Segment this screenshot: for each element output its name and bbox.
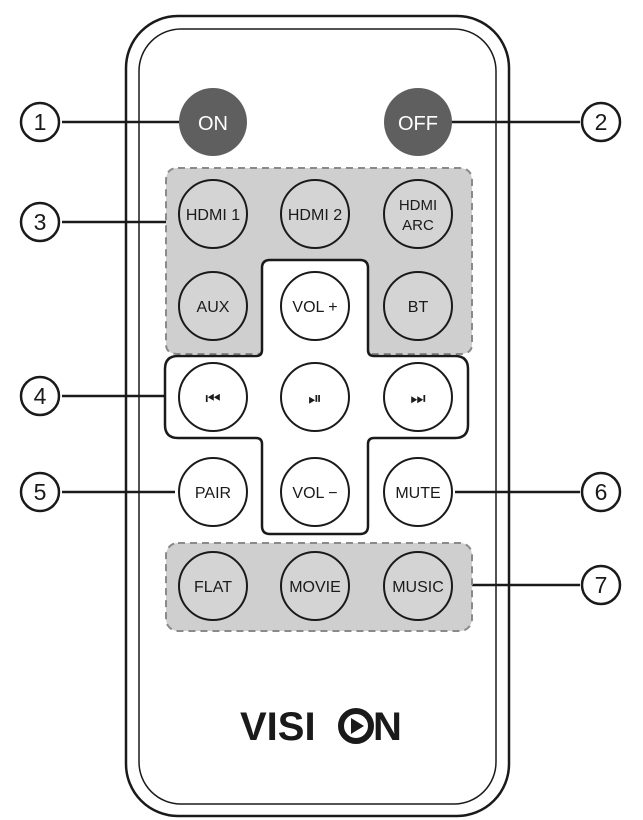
play-icon [351,718,364,734]
pair-button-label: PAIR [195,485,231,502]
callout-number: 5 [34,479,47,505]
hdmi-arc-button[interactable]: HDMI ARC [383,179,453,249]
flat-button-label: FLAT [194,579,232,596]
aux-button-label: AUX [197,299,230,316]
previous-track-button[interactable]: ⏮ [178,362,248,432]
hdmi-arc-label-line2: ARC [402,217,434,234]
hdmi2-button[interactable]: HDMI 2 [280,179,350,249]
music-button-label: MUSIC [392,579,444,596]
callout-4: 4 [19,375,61,417]
callout-number: 1 [34,109,47,135]
callout-number: 2 [595,109,608,135]
callout-3: 3 [19,201,61,243]
logo-text-start: VISI [240,705,316,749]
hdmi1-button-label: HDMI 1 [186,207,240,224]
previous-track-icon: ⏮ [205,389,220,409]
vol-up-button[interactable]: VOL + [280,271,350,341]
callout-2: 2 [580,101,622,143]
pair-button[interactable]: PAIR [178,457,248,527]
hdmi-arc-label-line1: HDMI [399,197,437,214]
vision-logo: VISI N [240,705,402,749]
vol-down-button[interactable]: VOL − [280,457,350,527]
mute-button-label: MUTE [395,485,440,502]
play-pause-button[interactable]: ⏯ [280,362,350,432]
bt-button-label: BT [408,299,429,316]
logo-o-ring [338,708,374,744]
play-pause-icon: ⏯ [308,389,322,409]
callout-6: 6 [580,471,622,513]
movie-button[interactable]: MOVIE [280,551,350,621]
off-button-label: OFF [398,113,438,135]
movie-button-label: MOVIE [289,579,341,596]
vol-down-button-label: VOL − [292,485,337,502]
callout-5: 5 [19,471,61,513]
next-track-button[interactable]: ⏭ [383,362,453,432]
aux-button[interactable]: AUX [178,271,248,341]
hdmi1-button[interactable]: HDMI 1 [178,179,248,249]
callout-7: 7 [580,564,622,606]
on-button[interactable]: ON [179,88,247,156]
logo-text-end: N [373,705,402,749]
bt-button[interactable]: BT [383,271,453,341]
vol-up-button-label: VOL + [292,299,337,316]
music-button[interactable]: MUSIC [383,551,453,621]
callout-number: 4 [34,383,47,409]
mute-button[interactable]: MUTE [383,457,453,527]
callout-1: 1 [19,101,61,143]
callout-number: 7 [595,572,608,598]
hdmi2-button-label: HDMI 2 [288,207,342,224]
next-track-icon: ⏭ [410,389,425,409]
flat-button[interactable]: FLAT [178,551,248,621]
off-button[interactable]: OFF [384,88,452,156]
on-button-label: ON [198,113,228,135]
callout-number: 6 [595,479,608,505]
callout-number: 3 [34,209,47,235]
